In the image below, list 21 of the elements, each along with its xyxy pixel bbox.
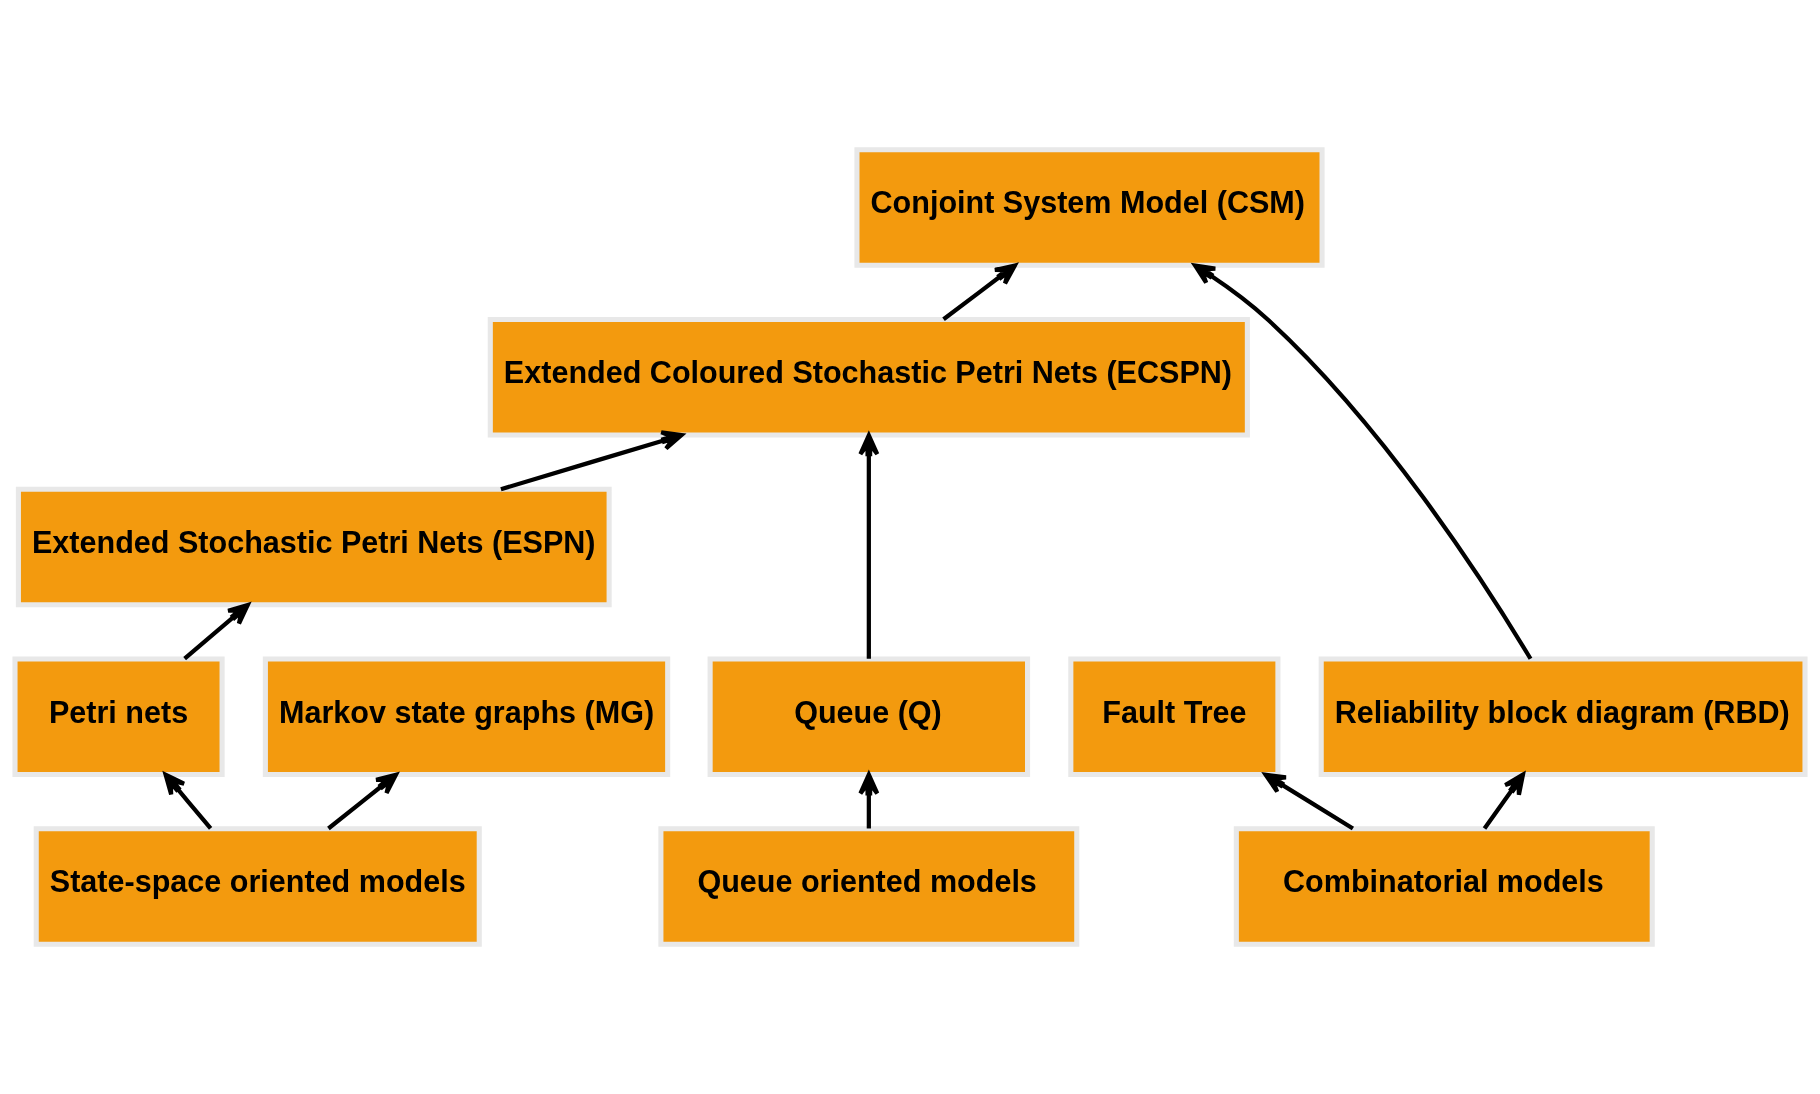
arrow <box>1482 772 1526 830</box>
arrow <box>1192 263 1533 660</box>
arrow <box>183 602 250 661</box>
node-box: Reliability block diagram (RBD) <box>1318 656 1808 777</box>
node-box: Extended Coloured Stochastic Petri Nets (ECSPN) <box>487 317 1250 438</box>
node-box: Conjoint System Model (CSM) <box>854 147 1325 268</box>
arrow <box>942 263 1017 321</box>
arrow <box>500 430 684 492</box>
arrow <box>163 772 213 830</box>
arrow <box>858 433 880 659</box>
node-box: Queue (Q) <box>707 656 1031 777</box>
node-box: Petri nets <box>12 656 225 777</box>
node-box: Markov state graphs (MG) <box>262 656 671 777</box>
node-box: Extended Stochastic Petri Nets (ESPN) <box>15 486 612 608</box>
arrow <box>327 772 399 831</box>
node-box: Fault Tree <box>1068 656 1281 777</box>
arrow <box>1263 772 1355 831</box>
node-box: Combinatorial models <box>1233 826 1655 947</box>
node-box: Queue oriented models <box>658 826 1080 947</box>
arrow <box>858 772 880 829</box>
node-box: State-space oriented models <box>33 826 482 947</box>
